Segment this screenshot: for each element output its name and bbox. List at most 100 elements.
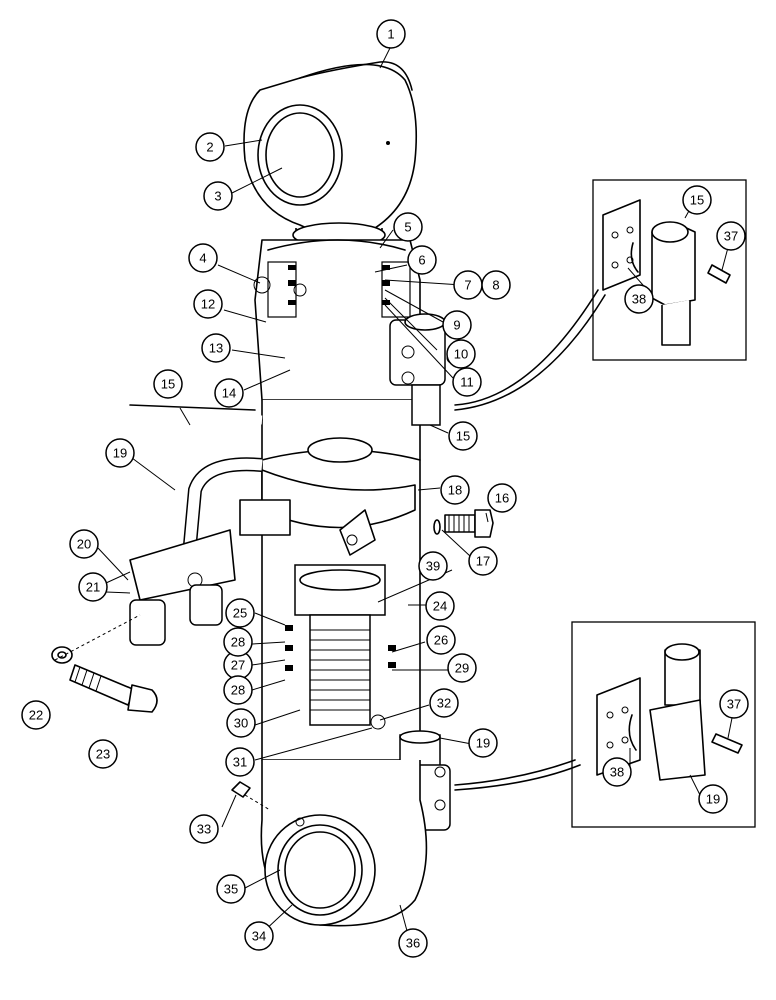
svg-text:16: 16	[495, 491, 509, 506]
svg-text:31: 31	[233, 755, 247, 770]
gland-head	[253, 239, 421, 401]
callout-23: 23	[88, 739, 118, 769]
svg-text:8: 8	[492, 278, 499, 293]
svg-text:6: 6	[418, 253, 425, 268]
svg-text:29: 29	[455, 661, 469, 676]
hydraulic-pipes	[129, 404, 263, 646]
svg-text:37: 37	[724, 229, 738, 244]
svg-text:12: 12	[201, 297, 215, 312]
svg-text:27: 27	[231, 658, 245, 673]
callout-25: 25	[225, 598, 255, 628]
callout-34: 34	[244, 921, 274, 951]
callout-15-inset: 15	[682, 185, 712, 215]
svg-text:13: 13	[209, 341, 223, 356]
callout-28-lower: 28	[223, 675, 253, 705]
callout-18: 18	[440, 475, 470, 505]
callout-36: 36	[398, 928, 428, 958]
svg-text:1: 1	[387, 27, 394, 42]
callout-38-upper: 38	[624, 284, 654, 314]
callout-24: 24	[425, 591, 455, 621]
callout-19-right: 19	[468, 728, 498, 758]
callout-13: 13	[201, 333, 231, 363]
svg-text:19: 19	[113, 446, 127, 461]
inset-lower	[454, 621, 756, 828]
callout-11: 11	[452, 367, 482, 397]
callout-6: 6	[407, 245, 437, 275]
bolt-23	[51, 614, 158, 713]
callout-1: 1	[376, 19, 406, 49]
svg-text:37: 37	[727, 697, 741, 712]
cylinder-base-eye	[231, 760, 428, 927]
svg-text:2: 2	[206, 140, 213, 155]
svg-text:15: 15	[161, 377, 175, 392]
svg-text:26: 26	[434, 633, 448, 648]
svg-text:21: 21	[86, 580, 100, 595]
callout-21: 21	[78, 572, 108, 602]
svg-text:4: 4	[199, 251, 206, 266]
callout-14: 14	[214, 378, 244, 408]
svg-text:17: 17	[476, 554, 490, 569]
svg-text:15: 15	[690, 193, 704, 208]
callout-19-inset: 19	[698, 784, 728, 814]
piston-assembly	[285, 564, 396, 730]
svg-text:22: 22	[29, 708, 43, 723]
svg-text:38: 38	[610, 765, 624, 780]
svg-text:28: 28	[231, 635, 245, 650]
callout-30: 30	[226, 708, 256, 738]
callout-4: 4	[188, 243, 218, 273]
svg-text:23: 23	[96, 747, 110, 762]
callout-20: 20	[69, 529, 99, 559]
svg-text:18: 18	[448, 483, 462, 498]
svg-text:30: 30	[234, 716, 248, 731]
svg-text:3: 3	[214, 189, 221, 204]
svg-text:15: 15	[456, 429, 470, 444]
svg-text:9: 9	[453, 318, 460, 333]
callout-37-upper: 37	[716, 221, 746, 251]
callout-29: 29	[447, 653, 477, 683]
svg-text:38: 38	[632, 292, 646, 307]
svg-text:25: 25	[233, 606, 247, 621]
svg-text:35: 35	[224, 882, 238, 897]
callout-12: 12	[193, 289, 223, 319]
svg-text:28: 28	[231, 683, 245, 698]
callout-28-upper: 28	[223, 627, 253, 657]
callout-26: 26	[426, 625, 456, 655]
callout-2: 2	[195, 132, 225, 162]
callout-16: 16	[487, 483, 517, 513]
callout-8: 8	[481, 270, 511, 300]
clamp-band	[239, 469, 416, 556]
callout-15-right: 15	[448, 421, 478, 451]
svg-text:14: 14	[222, 386, 236, 401]
callout-10: 10	[446, 339, 476, 369]
callout-15-left: 15	[153, 369, 183, 399]
svg-text:24: 24	[433, 599, 447, 614]
svg-text:34: 34	[252, 929, 266, 944]
svg-text:19: 19	[706, 792, 720, 807]
callout-7: 7	[453, 270, 483, 300]
svg-text:39: 39	[426, 559, 440, 574]
callout-5: 5	[393, 212, 423, 242]
svg-text:7: 7	[464, 278, 471, 293]
svg-text:19: 19	[476, 736, 490, 751]
callout-32: 32	[429, 688, 459, 718]
svg-text:20: 20	[77, 537, 91, 552]
svg-text:36: 36	[406, 936, 420, 951]
svg-text:32: 32	[437, 696, 451, 711]
callout-33: 33	[189, 814, 219, 844]
svg-text:11: 11	[460, 375, 474, 390]
callout-9: 9	[442, 310, 472, 340]
callout-38-lower: 38	[602, 757, 632, 787]
callout-37-lower: 37	[719, 689, 749, 719]
callout-19-left: 19	[105, 438, 135, 468]
callout-39: 39	[418, 551, 448, 581]
rod-eye	[243, 61, 418, 237]
callout-35: 35	[216, 874, 246, 904]
inset-upper	[454, 179, 747, 411]
callout-3: 3	[203, 181, 233, 211]
bolt-16	[433, 509, 494, 538]
svg-text:5: 5	[404, 220, 411, 235]
callout-17: 17	[468, 546, 498, 576]
callout-22: 22	[21, 700, 51, 730]
callout-31: 31	[225, 747, 255, 777]
